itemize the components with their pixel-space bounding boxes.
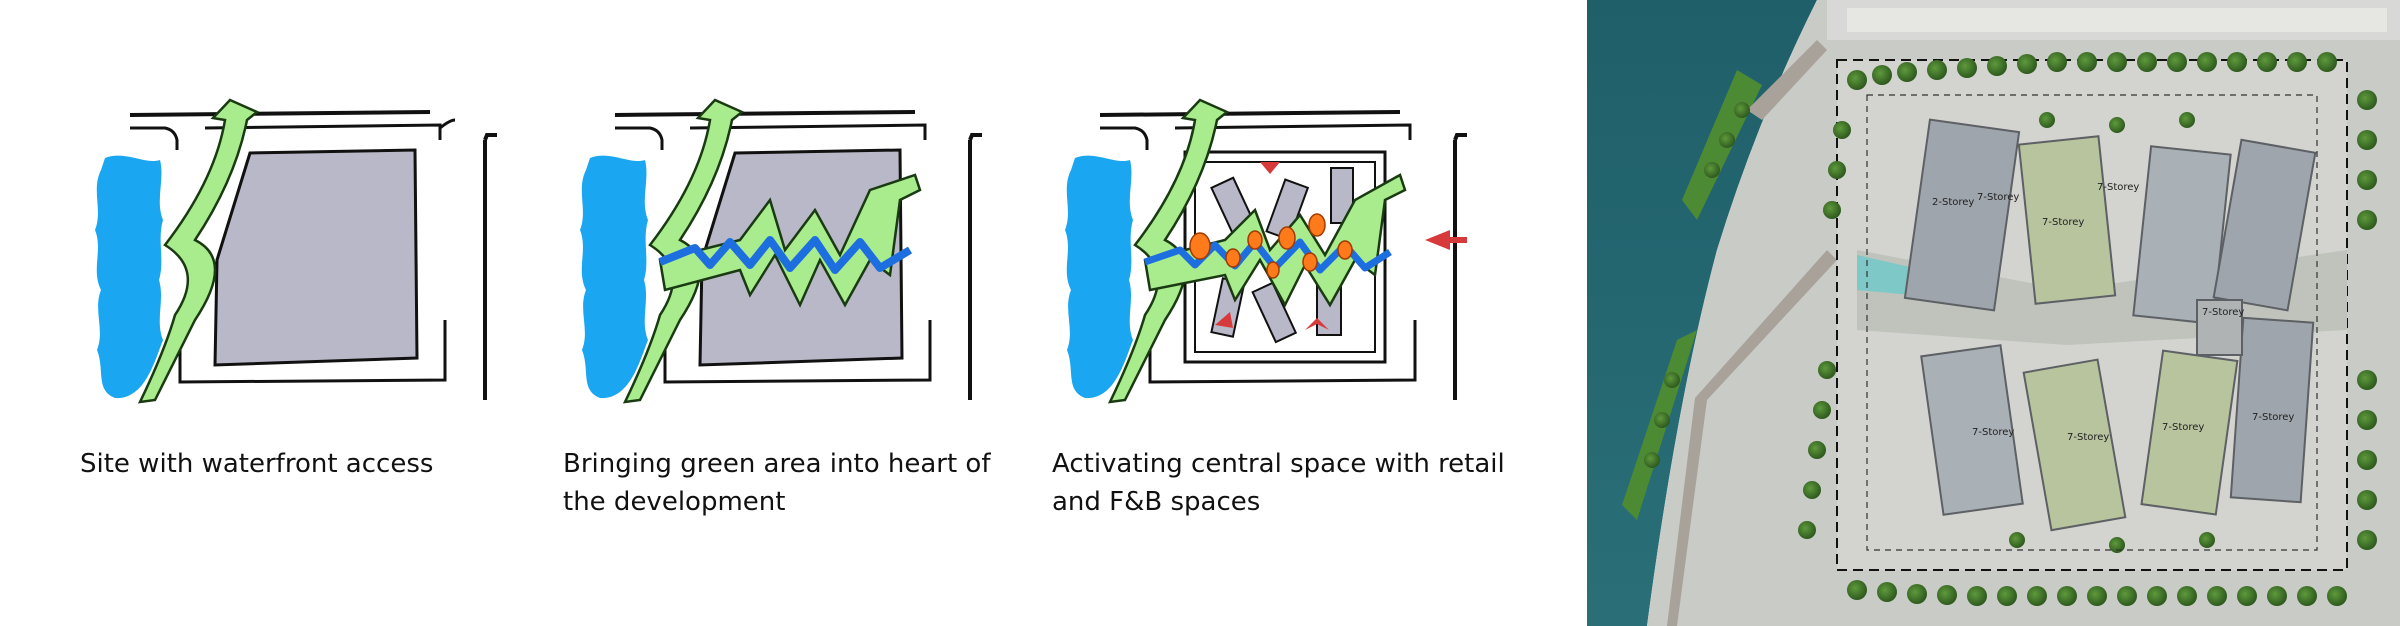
water-area (1065, 155, 1133, 399)
green-fingers (658, 173, 922, 308)
retail-node (1189, 232, 1211, 260)
building-label: 7-Storey (1977, 192, 2019, 203)
caption-3: Activating central space with retail and… (1052, 449, 1505, 517)
retail-node (1302, 252, 1318, 272)
building-label: 7-Storey (1972, 427, 2014, 438)
boardwalk (1667, 250, 1837, 626)
diagram-activating-central-space (1055, 90, 1485, 420)
trees (1644, 52, 2377, 606)
red-arrow-bottom-left (1215, 312, 1233, 328)
blue-zigzag (658, 236, 913, 274)
site-block (213, 148, 419, 367)
building (2196, 299, 2243, 356)
building-label: 7-Storey (2162, 422, 2204, 433)
building-label: 2-Storey (1932, 197, 1974, 208)
building (1265, 178, 1310, 241)
retail-node (1247, 230, 1263, 250)
building (2017, 135, 2117, 305)
building-label: 7-Storey (2042, 217, 2084, 228)
retail-node (1266, 261, 1280, 279)
water-area (580, 155, 648, 399)
building-label: 7-Storey (2097, 182, 2139, 193)
building-label: 7-Storey (2067, 432, 2109, 443)
green-corridor (137, 98, 260, 404)
red-arrow-top (1260, 162, 1280, 174)
building (2022, 358, 2127, 532)
diagram-green-heart (570, 90, 1000, 420)
red-arrow-bottom (1305, 318, 1329, 330)
building-label: 7-Storey (2252, 412, 2294, 423)
retail-node (1278, 226, 1296, 250)
retail-node (1225, 248, 1241, 268)
building (1903, 118, 2021, 312)
red-arrow-right (1425, 230, 1467, 250)
water-area (95, 155, 163, 399)
caption-1: Site with waterfront access (80, 449, 434, 479)
building (1920, 344, 2024, 516)
retail-node (1337, 240, 1353, 260)
building (2132, 145, 2232, 325)
retail-node (1308, 213, 1326, 237)
building (2212, 138, 2317, 312)
green-fingers (1143, 173, 1407, 308)
aerial-site-plan: 7-Storey 7-Storey 2-Storey 7-Storey 7-St… (1587, 0, 2400, 626)
building (2229, 316, 2315, 504)
caption-2: Bringing green area into heart of the de… (563, 449, 991, 517)
boardwalk (1747, 40, 1827, 120)
building-label: 7-Storey (2202, 307, 2244, 318)
diagram-site-waterfront (85, 90, 515, 420)
building (1251, 281, 1298, 344)
